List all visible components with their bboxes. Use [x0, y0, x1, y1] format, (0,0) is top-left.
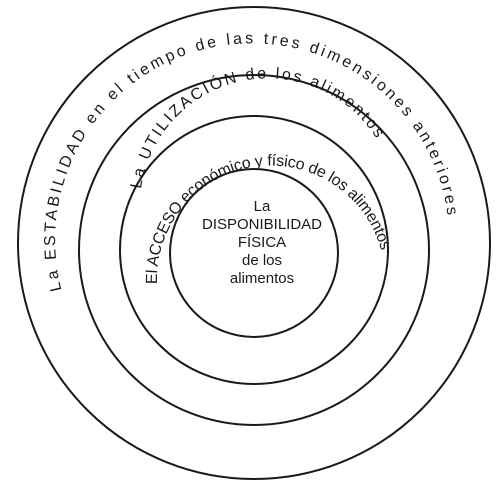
center-line-4: de los [242, 252, 282, 269]
center-line-5: alimentos [230, 270, 294, 287]
center-label: La DISPONIBILIDAD FÍSICA de los alimento… [202, 198, 322, 287]
center-line-3: FÍSICA [238, 234, 286, 251]
ring-utilizacion [78, 74, 430, 426]
ring-label-utilizacion-path: La UTILIZACIÓN de los alimentos [128, 65, 387, 189]
ring-label-utilizacion: La UTILIZACIÓN de los alimentos [128, 65, 387, 189]
center-line-1: La [254, 198, 271, 215]
ring-acceso [119, 115, 389, 385]
center-line-2: DISPONIBILIDAD [202, 216, 322, 233]
ring-inner-disponibilidad [169, 168, 339, 338]
ring-outer-estabilidad [17, 6, 491, 480]
